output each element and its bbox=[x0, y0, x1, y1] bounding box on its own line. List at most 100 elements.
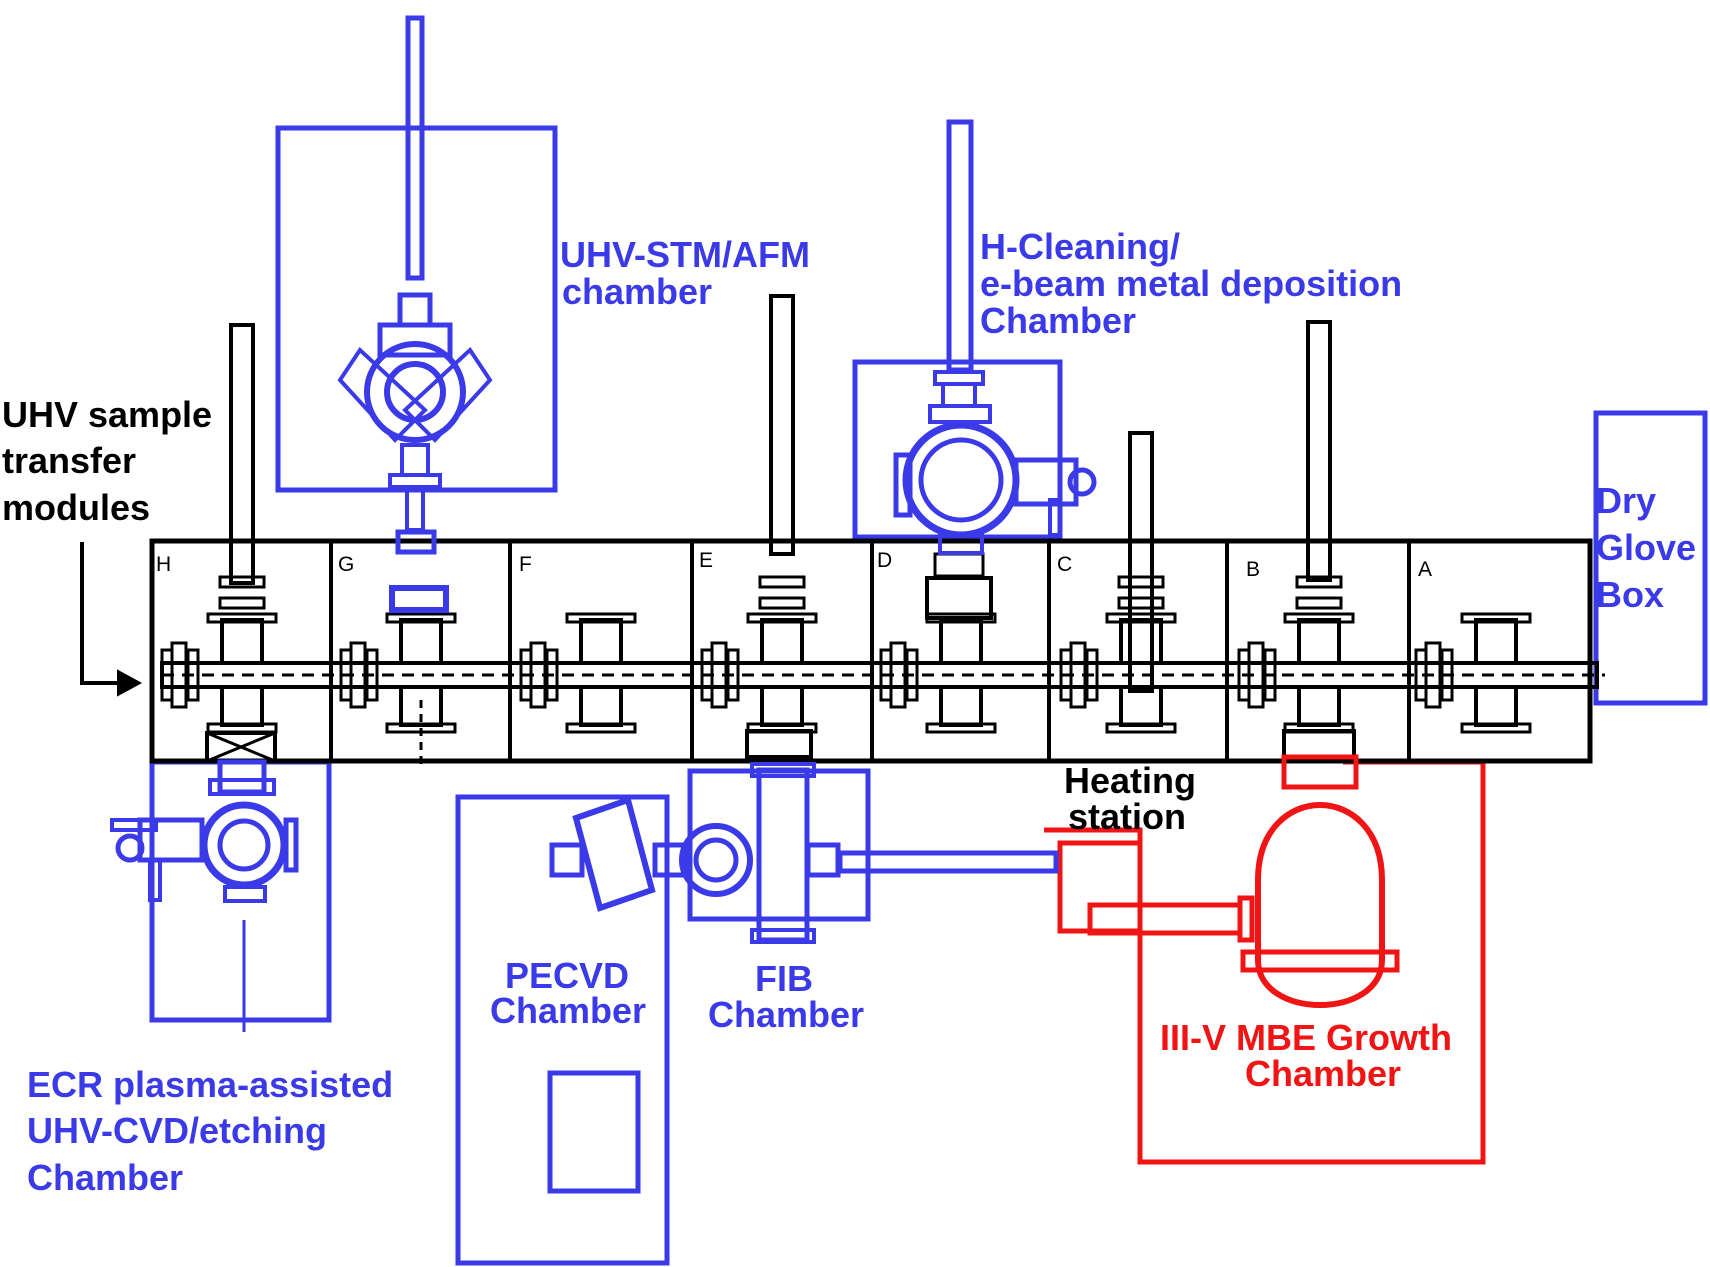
module-label-h: H bbox=[156, 553, 172, 576]
pecvd-port bbox=[549, 842, 585, 878]
mbe-chamber-label-line1: III-V MBE Growth bbox=[1160, 1017, 1452, 1058]
ecr-chamber-label-line2: UHV-CVD/etching bbox=[27, 1110, 328, 1151]
rod-flange bbox=[1295, 575, 1343, 589]
glove-box-outline bbox=[1593, 410, 1708, 706]
fib-chamber-inner bbox=[693, 837, 739, 883]
glove-box-label-line3: Box bbox=[1596, 574, 1665, 615]
hclean-chamber-inner bbox=[918, 437, 1004, 523]
module-cross-1 bbox=[339, 612, 457, 734]
stm-bellows-lower bbox=[389, 585, 449, 613]
ecr-chamber-label-line1: ECR plasma-assisted bbox=[27, 1064, 394, 1105]
ecr-probe bbox=[148, 858, 162, 902]
glove-box-label-line1: Dry bbox=[1596, 480, 1657, 521]
hclean-bottom-flange bbox=[938, 533, 984, 555]
mbe-chamber-label-line2: Chamber bbox=[1245, 1053, 1402, 1094]
pecvd-chamber-label-line1: PECVD bbox=[505, 955, 630, 996]
ecr-assembly bbox=[110, 759, 299, 903]
gate-flange bbox=[545, 648, 559, 702]
module-d-valve bbox=[925, 576, 993, 620]
gate-flange bbox=[170, 641, 188, 709]
hclean-left-port bbox=[893, 452, 913, 518]
module-e-bottom-valve bbox=[745, 729, 813, 759]
transfer-modules-label-line2: transfer bbox=[2, 440, 137, 481]
rod-flange bbox=[1117, 575, 1165, 589]
fib-transfer-arm bbox=[837, 850, 1059, 874]
rod-flange bbox=[758, 575, 806, 589]
top-flange bbox=[1105, 612, 1177, 624]
rod-flange bbox=[218, 575, 266, 589]
fib-assembly bbox=[549, 762, 1059, 944]
hclean-chamber-label-line3: Chamber bbox=[980, 300, 1137, 341]
ecr-right-port bbox=[283, 817, 299, 873]
pecvd-window bbox=[547, 1070, 641, 1194]
rod-flange bbox=[218, 596, 266, 610]
heating-station-box bbox=[1057, 840, 1143, 934]
module-label-e: E bbox=[699, 549, 714, 572]
cross-body bbox=[939, 618, 983, 727]
ecr-gauge-bar bbox=[110, 818, 158, 832]
hclean-neck bbox=[941, 382, 977, 408]
stm-chamber-circle bbox=[384, 361, 446, 423]
top-flange bbox=[385, 612, 457, 624]
rod-tube bbox=[229, 323, 255, 585]
fib-column-top bbox=[750, 762, 816, 778]
rod-flange bbox=[758, 596, 806, 610]
transfer-arrow-head bbox=[117, 669, 143, 697]
hclean-flange-lower bbox=[928, 404, 992, 424]
ecr-neck bbox=[217, 759, 267, 795]
top-flange bbox=[746, 612, 818, 624]
gate-flange bbox=[349, 641, 367, 709]
cross-body bbox=[579, 618, 623, 727]
pecvd-chamber-label-line2: Chamber bbox=[490, 990, 647, 1031]
module-cross-4 bbox=[879, 612, 997, 734]
heating-station-label-line1: Heating bbox=[1064, 760, 1197, 801]
hclean-chamber-box bbox=[852, 359, 1063, 540]
gate-flange bbox=[726, 648, 740, 702]
ecr-chamber-circle bbox=[200, 801, 288, 889]
stm-chamber-box bbox=[275, 125, 558, 493]
ecr-flange bbox=[208, 778, 276, 796]
pecvd-chamber-box bbox=[455, 794, 670, 1266]
fib-chamber-circle bbox=[679, 823, 753, 897]
cross-body bbox=[760, 618, 804, 727]
fib-right-port bbox=[805, 842, 841, 878]
top-flange bbox=[565, 612, 637, 624]
module-h-gate-valve bbox=[205, 731, 277, 763]
hclean-chamber-label-line1: H-Cleaning/ bbox=[980, 226, 1181, 267]
rod-c bbox=[1117, 431, 1165, 693]
top-flange bbox=[1460, 612, 1532, 624]
pecvd-source bbox=[572, 796, 656, 912]
module-label-f: F bbox=[519, 553, 532, 576]
hclean-assembly bbox=[893, 119, 1097, 555]
bottom-flange bbox=[1460, 722, 1532, 734]
glove-box-label-line2: Glove bbox=[1596, 527, 1697, 568]
stm-assembly bbox=[337, 15, 493, 765]
module-label-d: D bbox=[877, 549, 893, 572]
module-label-b: B bbox=[1246, 558, 1261, 581]
hclean-chamber-label-line2: e-beam metal deposition bbox=[980, 263, 1403, 304]
gate-valve-x bbox=[206, 731, 276, 763]
mbe-flange bbox=[1240, 949, 1400, 973]
transfer-modules-label-line3: modules bbox=[2, 487, 151, 528]
heating-station-label-line2: station bbox=[1068, 796, 1187, 837]
bottom-flange bbox=[206, 722, 278, 734]
gate-flange bbox=[1247, 641, 1265, 709]
bottom-flange bbox=[1105, 722, 1177, 734]
ecr-bottom-flange bbox=[223, 885, 267, 903]
stm-chamber-label-line1: UHV-STM/AFM bbox=[560, 234, 810, 275]
transfer-modules-label-line1: UHV sample bbox=[2, 394, 213, 435]
cross-body bbox=[1119, 618, 1163, 727]
cross-body bbox=[220, 618, 264, 727]
rod-flange bbox=[1117, 596, 1165, 610]
fib-chamber-label-line2: Chamber bbox=[708, 994, 865, 1035]
gate-flange bbox=[186, 648, 200, 702]
rod-tube bbox=[1128, 431, 1154, 693]
gate-flange bbox=[1263, 648, 1277, 702]
ecr-gauge bbox=[115, 833, 145, 863]
rod-b bbox=[1295, 320, 1343, 610]
rod-tube bbox=[769, 294, 795, 556]
rod-tube bbox=[1306, 320, 1332, 582]
gate-flange bbox=[889, 641, 907, 709]
mbe-assembly bbox=[1087, 754, 1400, 1008]
